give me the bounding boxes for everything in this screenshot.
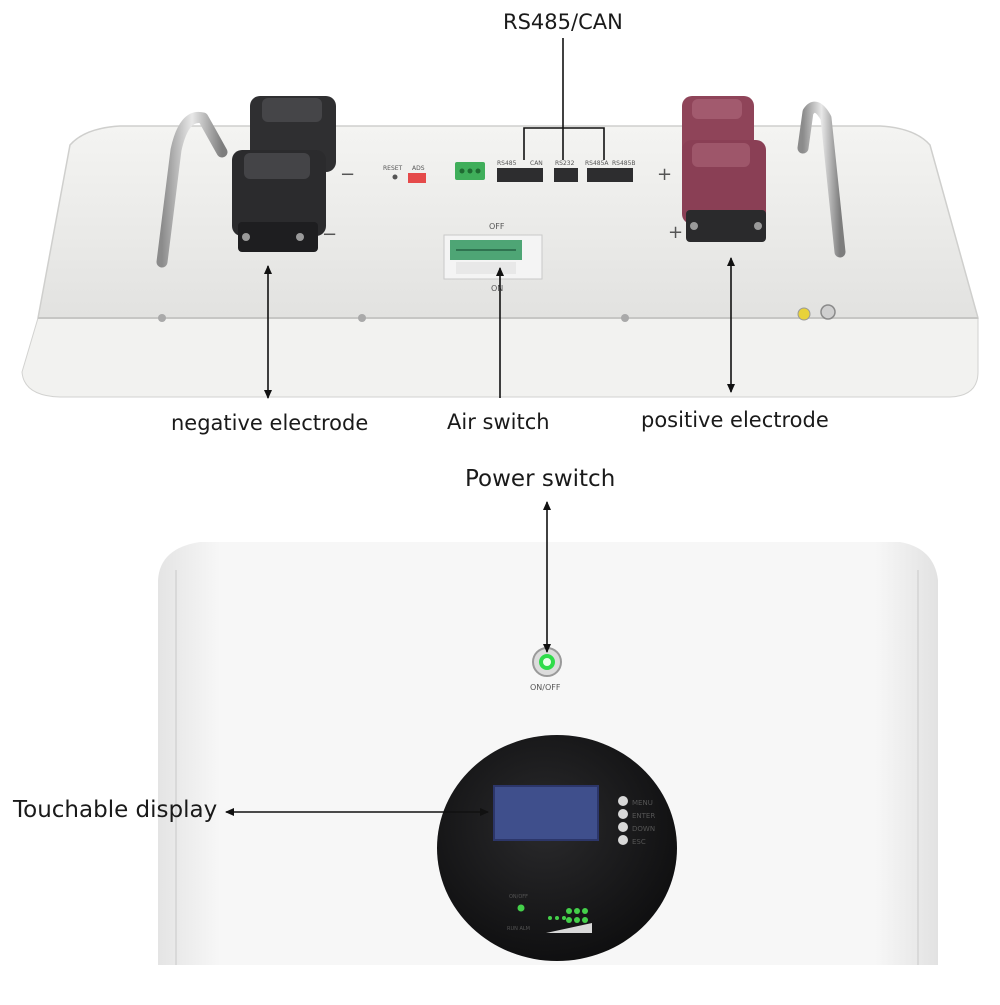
down-label: DOWN <box>632 825 655 833</box>
rs485-can-bracket <box>523 127 605 160</box>
air-switch-label: Air switch <box>447 410 550 434</box>
negative-terminal-lower[interactable] <box>232 150 326 252</box>
soc-leds <box>546 908 592 933</box>
esc-label: ESC <box>632 838 646 846</box>
enter-button[interactable] <box>618 809 628 819</box>
enter-label: ENTER <box>632 812 655 820</box>
reset-button[interactable] <box>392 174 398 180</box>
port-label: RS485 <box>497 160 517 167</box>
left-handle <box>156 111 228 268</box>
negative-electrode-label: negative electrode <box>171 411 369 435</box>
air-switch-breaker[interactable]: OFF ON <box>443 222 543 293</box>
callout-lines <box>225 38 735 816</box>
control-panel: MENU ENTER DOWN ESC ON/OFF RUN ALM <box>437 735 677 961</box>
touchable-display-screen[interactable] <box>493 785 599 841</box>
positive-sign: + <box>668 222 683 243</box>
positive-sign: + <box>657 164 672 185</box>
screw <box>358 314 366 322</box>
down-button[interactable] <box>618 822 628 832</box>
breaker-off-label: OFF <box>489 222 505 231</box>
port-label: RS485A <box>585 160 609 167</box>
menu-label: MENU <box>632 799 653 807</box>
comm-ports: RS485 CAN RS232 RS485A RS485B <box>497 160 636 182</box>
rs485-can-label: RS485/CAN <box>503 10 623 34</box>
right-handle <box>797 101 846 258</box>
port-label: CAN <box>530 160 543 167</box>
esc-button[interactable] <box>618 835 628 845</box>
power-button-label: ON/OFF <box>530 683 561 692</box>
dip-switch[interactable] <box>408 173 426 183</box>
positive-electrode-label: positive electrode <box>641 408 829 432</box>
port-label: RS485B <box>612 160 636 167</box>
menu-button[interactable] <box>618 796 628 806</box>
breaker-on-label: ON <box>491 284 503 293</box>
rs232-port[interactable] <box>554 168 578 182</box>
reset-label: RESET <box>383 165 403 172</box>
touchable-display-label: Touchable display <box>13 797 218 823</box>
front-panel: ON/OFF MENU ENTER DOWN ESC ON/OFF RUN AL… <box>158 542 938 965</box>
add-label: ADS <box>412 165 425 172</box>
top-panel: − − RESET ADS RS485 CAN RS232 RS485A RS4… <box>21 96 979 398</box>
positive-terminal-lower[interactable] <box>682 140 766 242</box>
status-led <box>517 904 525 912</box>
screw <box>621 314 629 322</box>
negative-sign: − <box>340 164 355 185</box>
ground-screw <box>820 304 836 320</box>
ground-icon <box>797 307 811 321</box>
run-alm-label: RUN ALM <box>507 926 530 932</box>
screw <box>158 314 166 322</box>
port-label: RS232 <box>555 160 575 167</box>
status-label: ON/OFF <box>509 894 528 900</box>
negative-sign: − <box>322 224 337 245</box>
rs485-can-port[interactable] <box>497 168 543 182</box>
power-switch-label: Power switch <box>465 466 616 492</box>
rs485-port[interactable] <box>587 168 633 182</box>
power-switch-button[interactable] <box>532 647 562 677</box>
